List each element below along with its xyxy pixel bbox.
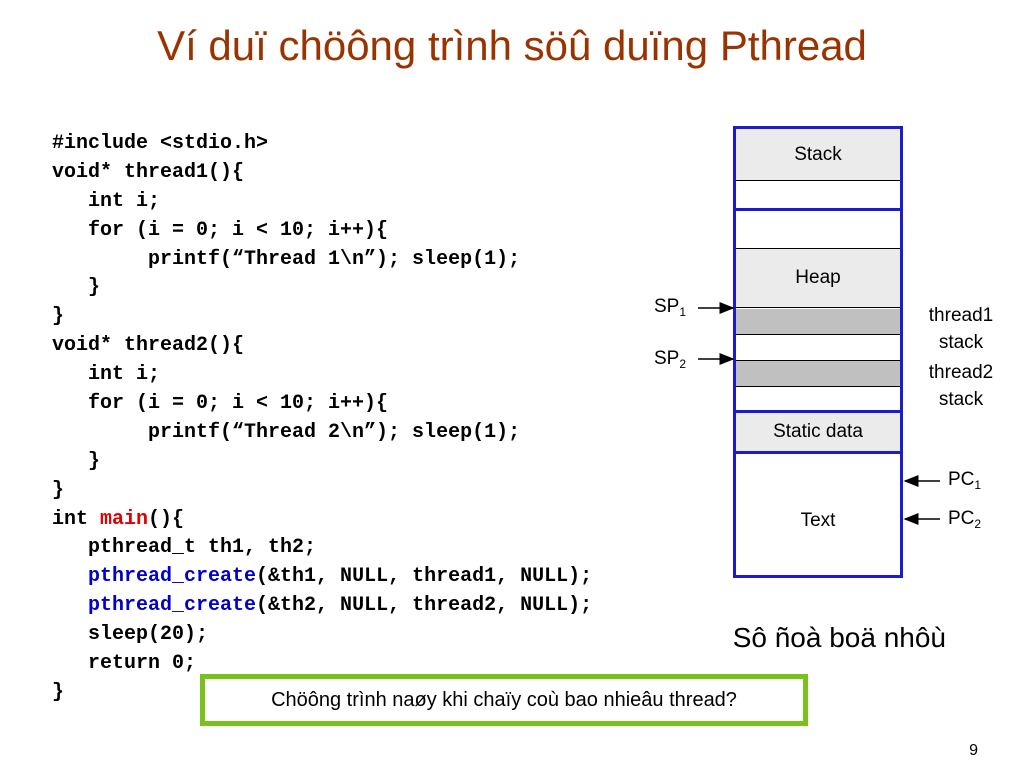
code-line: } [52,305,65,329]
heap-segment: Heap [736,249,900,307]
sp1-text: SP [654,296,680,317]
thread1-stack-block [736,309,900,334]
thread1-stack-line2: stack [938,332,984,353]
pc2-text: PC [948,508,975,529]
thread2-stack-block [736,361,900,386]
code-line: printf(“Thread 1\n”); sleep(1); [52,247,521,271]
stack-label: Stack [794,144,842,165]
pc1-subscript: 1 [974,478,982,492]
code-line: for (i = 0; i < 10; i++){ [52,392,389,416]
divider [736,334,900,335]
code-line: for (i = 0; i < 10; i++){ [52,218,389,242]
memory-diagram-caption: Sô ñoà boä nhôù [732,622,946,653]
code-line: sleep(20); [52,623,209,647]
divider [736,307,900,308]
main-suffix: (){ [148,507,185,531]
code-line-create1: pthread_create(&th1, NULL, thread1, NULL… [52,563,592,592]
code-line-main: int main(){ [52,506,592,535]
memory-diagram: Stack Heap Static data Text [733,126,903,578]
static-data-label: Static data [773,421,863,442]
question-box: Chöông trình naøy khi chaïy coù bao nhie… [200,674,808,726]
thread1-stack-line1: thread1 [928,305,994,326]
sp2-label: SP2 [654,348,686,371]
thread2-stack-label: thread2 stack [916,359,1006,413]
main-prefix: int [52,507,101,531]
heap-static-divider [736,410,900,413]
code-line-create2: pthread_create(&th2, NULL, thread2, NULL… [52,592,592,621]
code-line: int i; [52,363,161,387]
thread2-stack-line1: thread2 [928,362,994,383]
pc1-label: PC1 [948,469,981,492]
slide-title: Ví duï chöông trình söû duïng Pthread [157,22,867,69]
code-line: printf(“Thread 2\n”); sleep(1); [52,420,521,444]
stack-heap-gap-divider [736,208,900,211]
divider [736,386,900,387]
divider [736,360,900,361]
code-line: void* thread1(){ [52,160,245,184]
pc1-text: PC [948,469,975,490]
main-keyword: main [100,507,149,531]
sp1-subscript: 1 [679,305,687,319]
sp2-subscript: 2 [679,357,687,371]
pc2-label: PC2 [948,508,981,531]
stack-segment: Stack [736,129,900,180]
text-segment: Text [736,454,900,575]
divider [736,248,900,249]
static-text-divider [736,451,900,454]
thread2-stack-line2: stack [938,389,984,410]
code-line: int i; [52,189,161,213]
sp1-label: SP1 [654,296,686,319]
create-args: (&th1, NULL, thread1, NULL); [256,565,593,589]
divider [736,180,900,181]
code-line: } [52,680,65,704]
create-keyword: pthread_create [88,565,257,589]
code-line: } [52,478,65,502]
code-line: return 0; [52,652,197,676]
code-line: } [52,276,101,300]
code-line: } [52,449,101,473]
text-label: Text [800,510,836,531]
sp2-text: SP [654,348,680,369]
heap-label: Heap [795,267,841,288]
code-block: #include <stdio.h> void* thread1(){ int i… [52,130,592,708]
code-line: void* thread2(){ [52,334,245,358]
code-line: #include <stdio.h> [52,132,269,155]
static-data-segment: Static data [736,413,900,451]
create-keyword: pthread_create [88,594,257,618]
page-number: 9 [969,742,978,759]
code-line: pthread_t th1, th2; [52,536,317,560]
thread1-stack-label: thread1 stack [916,302,1006,356]
create-args: (&th2, NULL, thread2, NULL); [256,594,593,618]
pc2-subscript: 2 [974,517,982,531]
